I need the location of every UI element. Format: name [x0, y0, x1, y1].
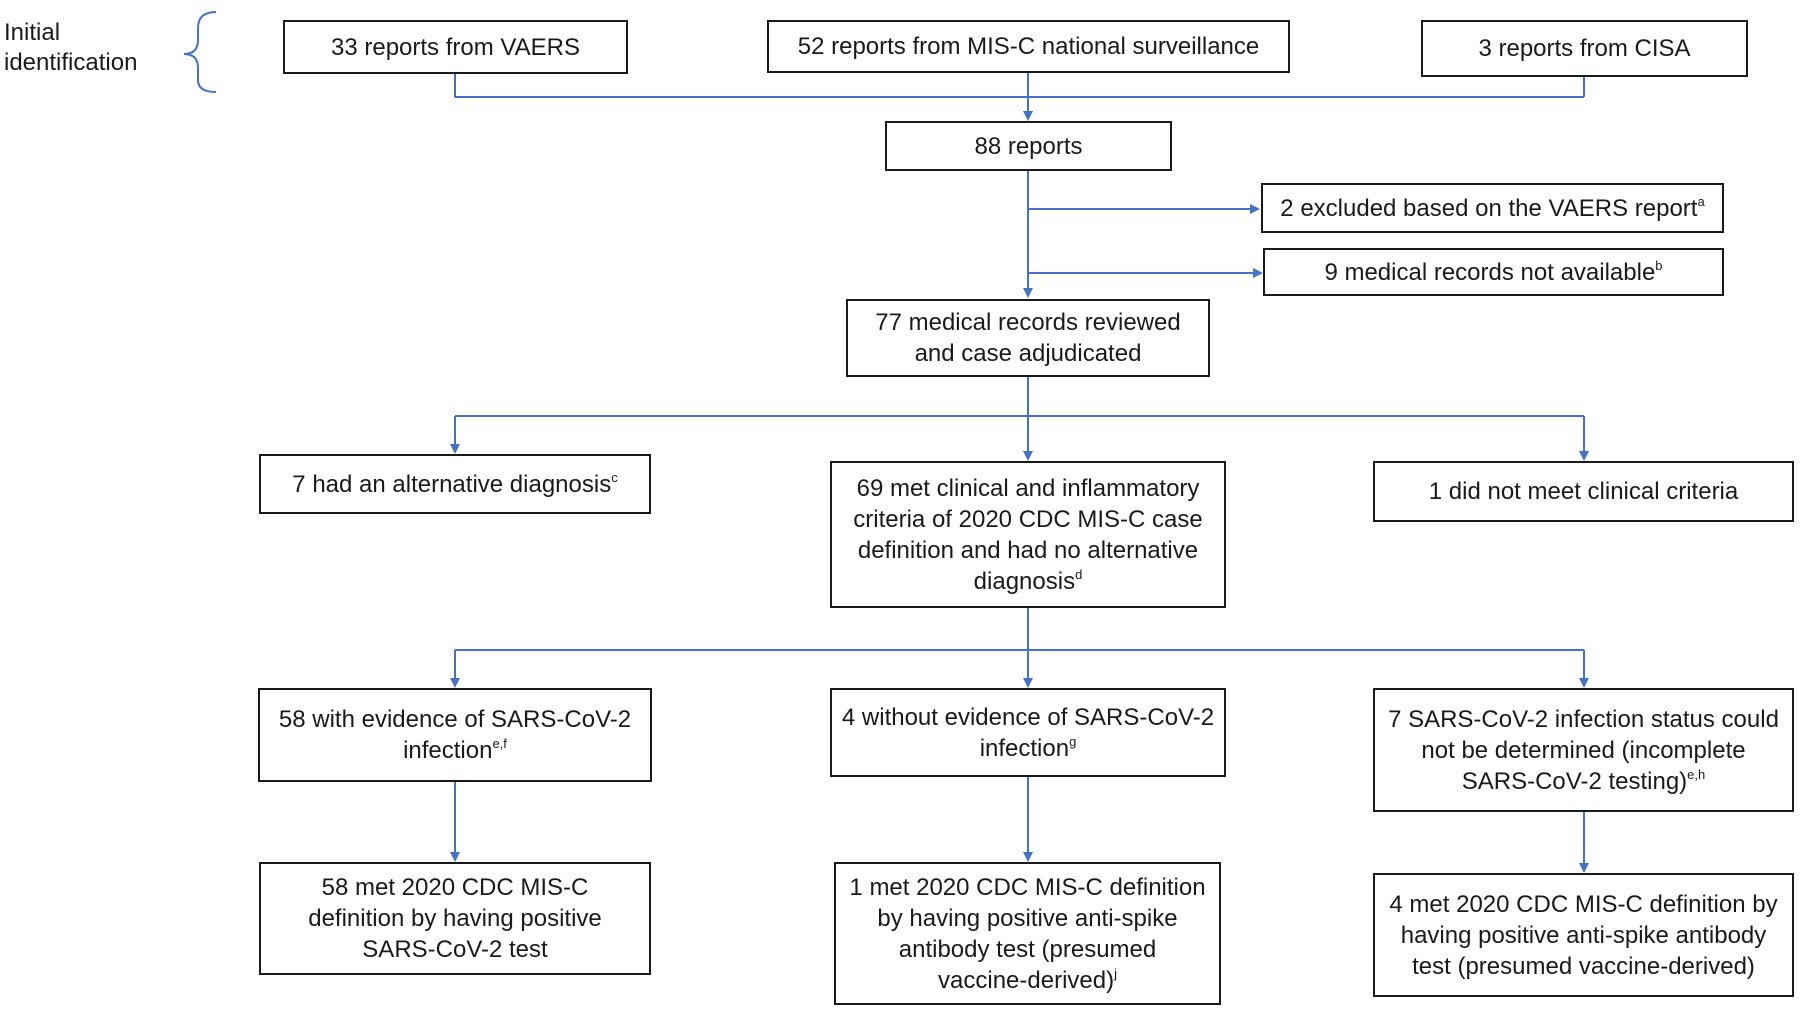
initial-identification-label: Initial identification [4, 18, 137, 78]
met-antispike-4-line-1: 4 met 2020 CDC MIS-C definition by [1389, 890, 1778, 918]
records-reviewed-box: 77 medical records reviewed and case adj… [846, 299, 1210, 377]
met-antispike-1-line-4: vaccine-derived)j [938, 965, 1117, 994]
footnote-j: j [1114, 965, 1117, 981]
footnote-ef: e,f [492, 736, 507, 751]
met-antispike-4-box: 4 met 2020 CDC MIS-C definition by havin… [1373, 873, 1794, 997]
alternative-diagnosis-box: 7 had an alternative diagnosisc [259, 454, 651, 514]
vaers-reports-text: 33 reports from VAERS [331, 33, 580, 61]
side-label-line-1: Initial [4, 19, 61, 46]
vaers-reports-box: 33 reports from VAERS [283, 20, 628, 74]
met-positive-test-line-2: definition by having positive [308, 905, 602, 932]
with-evidence-line-2: infectione,f [403, 736, 507, 764]
footnote-g: g [1069, 733, 1077, 749]
with-evidence-box: 58 with evidence of SARS-CoV-2 infection… [258, 688, 652, 782]
not-met-criteria-text: 1 did not meet clinical criteria [1428, 478, 1739, 505]
met-criteria-line-4: diagnosisd [973, 566, 1083, 595]
footnote-a: a [1697, 193, 1705, 209]
without-evidence-line-2: infectiong [979, 733, 1077, 762]
no-records-text: 9 medical records not availableb [1324, 257, 1663, 286]
footnote-d: d [1075, 566, 1083, 582]
side-label-line-2: identification [4, 49, 138, 76]
met-positive-test-box: 58 met 2020 CDC MIS-C definition by havi… [259, 862, 651, 975]
undetermined-line-1: 7 SARS-CoV-2 infection status could [1388, 705, 1779, 733]
met-antispike-1-box: 1 met 2020 CDC MIS-C definition by havin… [834, 862, 1221, 1005]
footnote-eh: e,h [1687, 766, 1706, 782]
undetermined-line-3: SARS-CoV-2 testing)e,h [1461, 766, 1706, 795]
alternative-diagnosis-text: 7 had an alternative diagnosisc [292, 469, 618, 498]
undetermined-line-2: not be determined (incomplete [1421, 736, 1746, 764]
met-criteria-box: 69 met clinical and inflammatory criteri… [830, 461, 1226, 608]
records-reviewed-line-2: and case adjudicated [914, 340, 1142, 367]
mis-c-surveillance-box: 52 reports from MIS-C national surveilla… [767, 20, 1290, 73]
total-reports-text: 88 reports [974, 132, 1083, 160]
met-positive-test-line-3: SARS-CoV-2 test [362, 936, 548, 963]
met-antispike-1-line-1: 1 met 2020 CDC MIS-C definition [849, 873, 1206, 901]
without-evidence-box: 4 without evidence of SARS-CoV-2 infecti… [830, 688, 1226, 777]
met-antispike-1-line-2: by having positive anti-spike [877, 904, 1178, 932]
not-met-criteria-box: 1 did not meet clinical criteria [1373, 461, 1794, 522]
met-antispike-4-line-3: test (presumed vaccine-derived) [1412, 952, 1755, 980]
excluded-vaers-text: 2 excluded based on the VAERS reporta [1280, 193, 1705, 222]
without-evidence-line-1: 4 without evidence of SARS-CoV-2 [841, 703, 1215, 731]
undetermined-status-box: 7 SARS-CoV-2 infection status could not … [1373, 688, 1794, 812]
footnote-b: b [1655, 257, 1663, 273]
footnote-c: c [611, 469, 618, 485]
met-antispike-1-line-3: antibody test (presumed [898, 935, 1157, 963]
met-criteria-line-2: criteria of 2020 CDC MIS-C case [853, 505, 1203, 533]
met-antispike-4-line-2: having positive anti-spike antibody [1400, 921, 1767, 949]
records-reviewed-line-1: 77 medical records reviewed [875, 309, 1181, 336]
total-reports-box: 88 reports [885, 121, 1172, 171]
met-criteria-line-1: 69 met clinical and inflammatory [856, 474, 1200, 502]
mis-c-surveillance-text: 52 reports from MIS-C national surveilla… [797, 33, 1260, 60]
identification-brace [183, 11, 217, 93]
met-criteria-line-3: definition and had no alternative [857, 536, 1199, 564]
no-records-box: 9 medical records not availableb [1263, 248, 1724, 296]
cisa-reports-box: 3 reports from CISA [1421, 20, 1748, 77]
with-evidence-line-1: 58 with evidence of SARS-CoV-2 [278, 706, 632, 733]
cisa-reports-text: 3 reports from CISA [1478, 35, 1691, 62]
met-positive-test-line-1: 58 met 2020 CDC MIS-C [321, 874, 589, 901]
excluded-vaers-box: 2 excluded based on the VAERS reporta [1261, 183, 1724, 233]
